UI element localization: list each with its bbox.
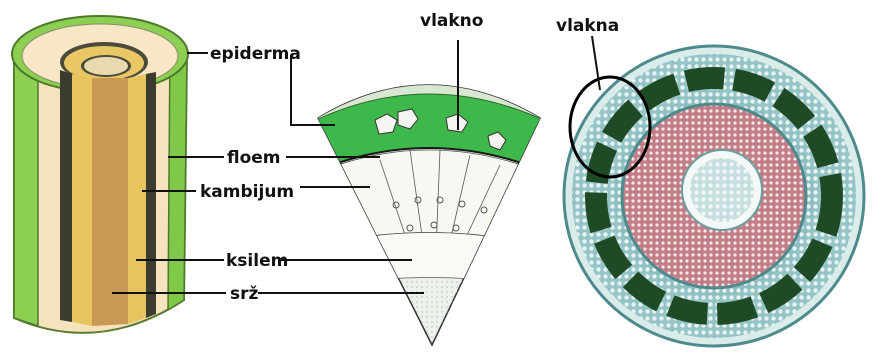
xylem-right-band (128, 74, 146, 324)
label-epiderma: epiderma (210, 44, 301, 64)
label-srz: srž (230, 284, 259, 304)
label-ksilem: ksilem (226, 251, 288, 271)
wedge-pith (300, 278, 560, 361)
label-vlakno: vlakno (420, 11, 483, 31)
label-kambijum: kambijum (200, 182, 294, 202)
label-floem: floem (227, 148, 281, 168)
stem-wedge (300, 78, 560, 360)
pith-band (92, 78, 128, 326)
epidermis-left-strip (14, 52, 38, 326)
xylem-left-band (72, 74, 92, 326)
cambium-left-band (60, 70, 72, 322)
stem-3d-cutaway (12, 16, 188, 333)
epidermis-right-strip (168, 42, 187, 310)
stem-micrograph (564, 46, 864, 346)
label-vlakna: vlakna (556, 16, 619, 36)
top-face-pith (84, 57, 128, 75)
cambium-right-band (146, 72, 156, 318)
